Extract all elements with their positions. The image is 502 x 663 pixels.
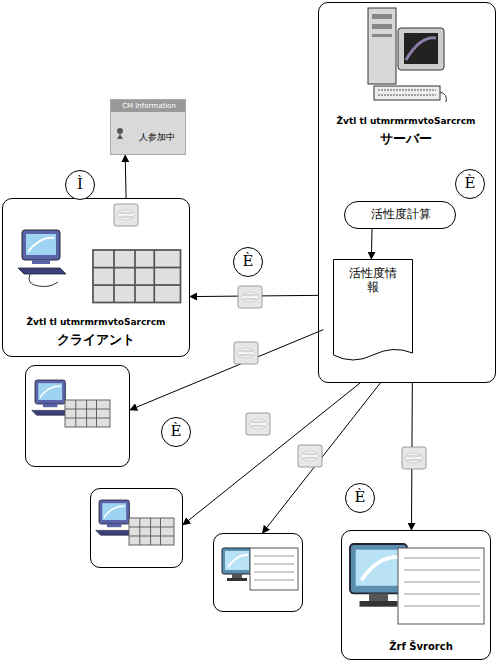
- node-text: サーバー: [380, 132, 432, 147]
- server-icon: [368, 8, 446, 102]
- callout-number: È: [455, 169, 485, 199]
- client-box: [25, 365, 130, 467]
- cable: [29, 274, 58, 287]
- node-text: クライアント: [57, 333, 135, 348]
- node-text: 活性度情報: [347, 267, 399, 295]
- callout-number: Ì: [65, 170, 95, 200]
- connector-arrow: [263, 383, 381, 533]
- window: [398, 548, 484, 624]
- node-text: Žrf Švrorch: [389, 641, 453, 653]
- node-text: 人参加中: [139, 132, 175, 142]
- node-text: CM Information: [122, 102, 176, 110]
- connector-arrow: [130, 330, 323, 410]
- window-lines: [404, 558, 480, 606]
- window: [250, 548, 298, 590]
- client-box: Žrf Švrorch: [341, 530, 491, 660]
- node-text: 活性度計算: [371, 208, 431, 222]
- client-panel: Žvtl tl utmrmrmvtoSarcrcm クライアント: [2, 198, 190, 357]
- node-text: Žvtl tl utmrmrmvtoSarcrcm: [337, 116, 476, 126]
- person-icon: [115, 127, 125, 139]
- document-shape: 活性度情報: [333, 259, 413, 363]
- window-lines: [254, 556, 294, 580]
- node-text: Žvtl tl utmrmrmvtoSarcrcm: [27, 317, 166, 327]
- process-pill: 活性度計算: [344, 201, 456, 229]
- connector-arrow: [125, 155, 127, 198]
- callout-number: È: [161, 417, 191, 447]
- callout-number: È: [233, 247, 263, 277]
- client-box: [90, 488, 183, 568]
- callout-number: È: [345, 483, 375, 513]
- connector-arrow: [371, 229, 373, 259]
- client-box: [213, 533, 303, 612]
- info-popup: CM Information 人参加中: [110, 99, 186, 155]
- connector-arrow: [183, 383, 360, 525]
